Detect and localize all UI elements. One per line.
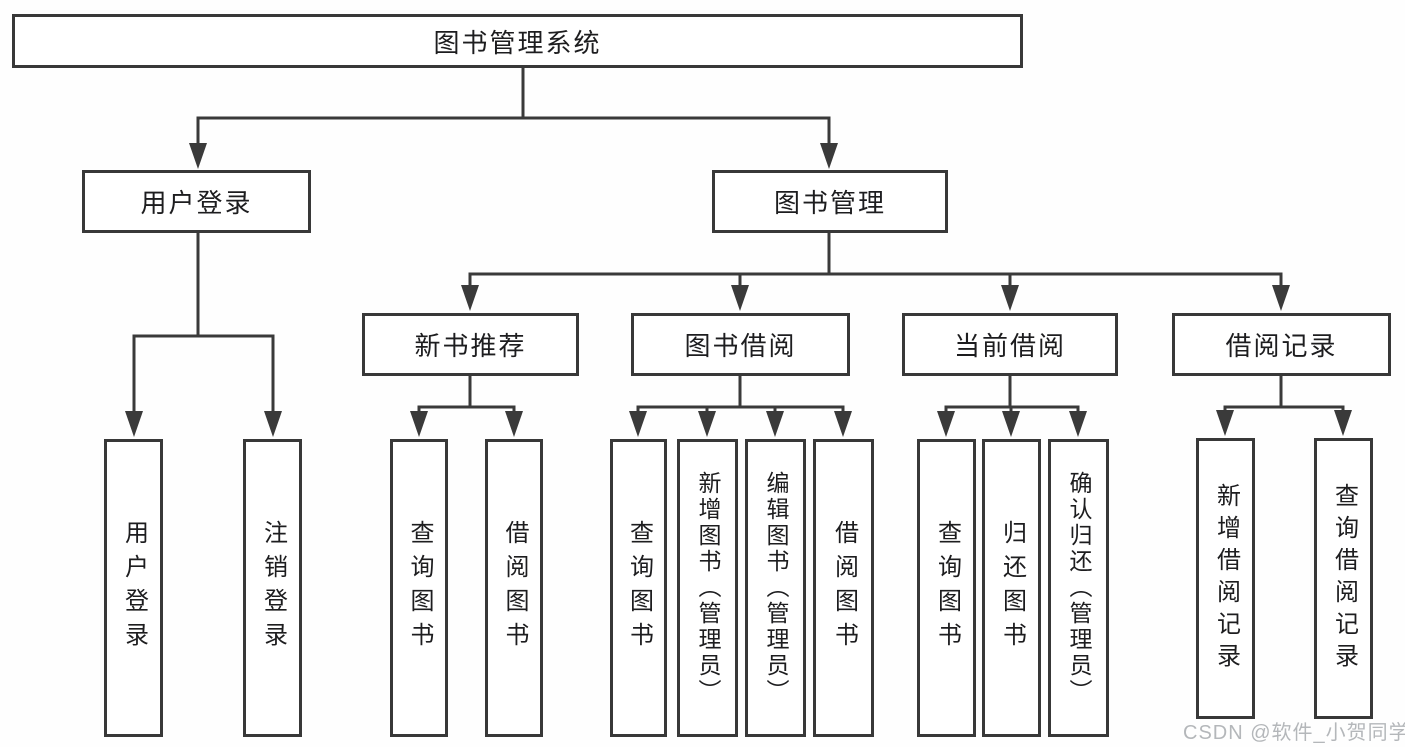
node-user-login-label: 用户登录 <box>140 188 253 218</box>
node-borrow-books-1: 借阅图书 <box>485 439 543 737</box>
node-query-books-3-label: 查询图书 <box>933 520 961 656</box>
node-query-borrow-record-label: 查询借阅记录 <box>1330 482 1358 675</box>
node-user-login-leaf-label: 用户登录 <box>120 520 148 656</box>
node-add-book-admin-label: 新增图书（管理员） <box>695 471 721 705</box>
node-user-login: 用户登录 <box>82 170 311 233</box>
node-library-management-system: 图书管理系统 <box>12 14 1023 68</box>
node-logout-login: 注销登录 <box>243 439 302 737</box>
node-return-books-label: 归还图书 <box>998 520 1026 656</box>
node-query-books-1-label: 查询图书 <box>406 520 433 656</box>
node-confirm-return-admin: 确认归还（管理员） <box>1048 439 1109 737</box>
node-query-borrow-record: 查询借阅记录 <box>1314 438 1373 719</box>
node-book-borrowing-label: 图书借阅 <box>684 331 797 361</box>
node-query-books-2: 查询图书 <box>610 439 667 737</box>
node-logout-login-label: 注销登录 <box>259 520 287 656</box>
node-add-book-admin: 新增图书（管理员） <box>677 439 738 737</box>
node-user-login-leaf: 用户登录 <box>104 439 163 737</box>
node-borrow-books-2-label: 借阅图书 <box>830 520 858 656</box>
node-borrowing-records: 借阅记录 <box>1172 313 1391 376</box>
csdn-watermark: CSDN @软件_小贺同学 <box>1183 722 1405 744</box>
node-confirm-return-admin-label: 确认归还（管理员） <box>1066 471 1092 705</box>
node-new-book-recommend: 新书推荐 <box>362 313 579 376</box>
node-current-borrowing-label: 当前借阅 <box>953 331 1066 361</box>
node-add-borrow-record-label: 新增借阅记录 <box>1212 482 1240 675</box>
node-borrow-books-2: 借阅图书 <box>813 439 874 737</box>
node-current-borrowing: 当前借阅 <box>902 313 1118 376</box>
node-borrowing-records-label: 借阅记录 <box>1225 331 1338 361</box>
node-borrow-books-1-label: 借阅图书 <box>501 520 528 656</box>
node-library-management-system-label: 图书管理系统 <box>433 27 602 58</box>
node-return-books: 归还图书 <box>982 439 1041 737</box>
node-new-book-recommend-label: 新书推荐 <box>414 331 527 361</box>
node-book-borrowing: 图书借阅 <box>631 313 850 376</box>
node-query-books-3: 查询图书 <box>917 439 976 737</box>
node-edit-book-admin: 编辑图书（管理员） <box>745 439 806 737</box>
node-query-books-1: 查询图书 <box>390 439 448 737</box>
node-book-management-label: 图书管理 <box>773 188 886 218</box>
node-book-management: 图书管理 <box>712 170 948 233</box>
node-edit-book-admin-label: 编辑图书（管理员） <box>763 471 789 705</box>
node-add-borrow-record: 新增借阅记录 <box>1196 438 1255 719</box>
node-query-books-2-label: 查询图书 <box>625 520 653 656</box>
